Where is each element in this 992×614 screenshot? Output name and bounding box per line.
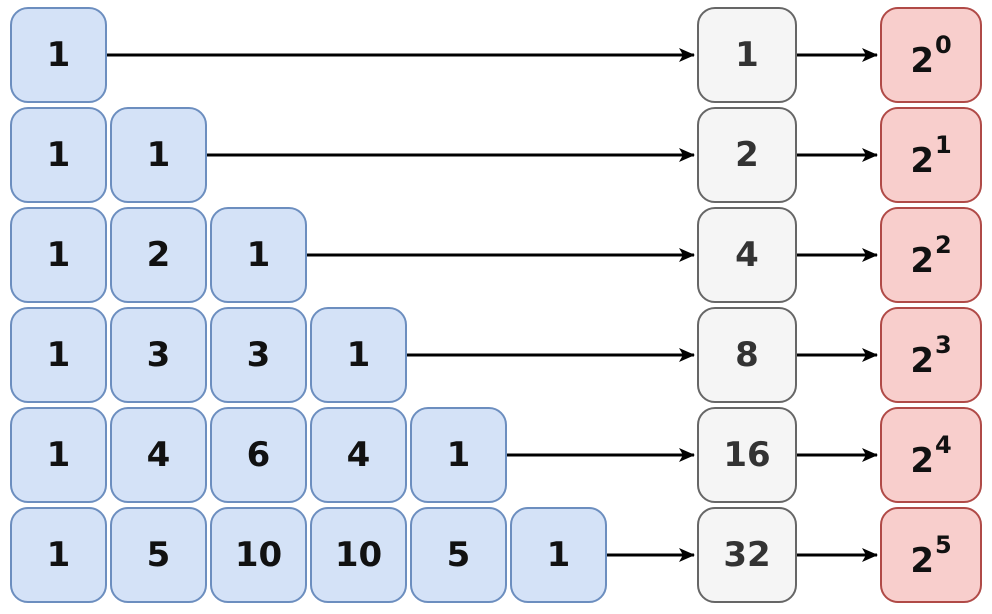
triangle-cell-value: 6: [246, 435, 271, 475]
triangle-cell: 1: [10, 7, 107, 103]
sum-box: 4: [697, 207, 797, 303]
triangle-cell-value: 1: [46, 235, 71, 275]
triangle-cell-value: 4: [146, 435, 171, 475]
triangle-cell-value: 10: [234, 535, 283, 575]
power-exponent: 5: [934, 531, 952, 559]
triangle-cell: 1: [10, 407, 107, 503]
triangle-cell-value: 3: [146, 335, 171, 375]
power-exponent: 0: [934, 31, 952, 59]
triangle-cell-value: 1: [46, 135, 71, 175]
sum-value: 32: [723, 535, 771, 575]
triangle-cell-value: 1: [446, 435, 471, 475]
triangle-cell-value: 4: [346, 435, 371, 475]
power-base: 2: [910, 41, 934, 81]
triangle-cell: 1: [310, 307, 407, 403]
triangle-cell-value: 5: [446, 535, 471, 575]
triangle-cell: 1: [210, 207, 307, 303]
power-exponent: 3: [934, 331, 952, 359]
sum-box: 2: [697, 107, 797, 203]
triangle-cell-value: 2: [146, 235, 171, 275]
triangle-cell: 1: [110, 107, 207, 203]
sum-value: 4: [735, 235, 759, 275]
power-base: 2: [910, 141, 934, 181]
triangle-cell-value: 1: [546, 535, 571, 575]
triangle-cell-value: 1: [46, 535, 71, 575]
triangle-cell: 1: [510, 507, 607, 603]
sum-value: 16: [723, 435, 771, 475]
triangle-cell: 2: [110, 207, 207, 303]
triangle-cell-value: 1: [246, 235, 271, 275]
power-base: 2: [910, 541, 934, 581]
sum-box: 8: [697, 307, 797, 403]
sum-box: 16: [697, 407, 797, 503]
triangle-cell-value: 1: [46, 35, 71, 75]
triangle-cell: 1: [10, 107, 107, 203]
triangle-cell: 5: [410, 507, 507, 603]
triangle-cell-value: 1: [46, 435, 71, 475]
triangle-cell: 1: [410, 407, 507, 503]
power-base: 2: [910, 241, 934, 281]
triangle-cell: 4: [110, 407, 207, 503]
triangle-cell: 3: [110, 307, 207, 403]
triangle-cell-value: 1: [346, 335, 371, 375]
sum-box: 32: [697, 507, 797, 603]
triangle-cell: 3: [210, 307, 307, 403]
triangle-cell-value: 1: [46, 335, 71, 375]
power-exponent: 1: [934, 131, 952, 159]
sum-value: 1: [735, 35, 759, 75]
triangle-cell: 10: [310, 507, 407, 603]
sum-value: 2: [735, 135, 759, 175]
sum-value: 8: [735, 335, 759, 375]
power-base: 2: [910, 341, 934, 381]
triangle-cell: 10: [210, 507, 307, 603]
triangle-cell: 1: [10, 507, 107, 603]
triangle-cell: 4: [310, 407, 407, 503]
power-base: 2: [910, 441, 934, 481]
triangle-cell: 5: [110, 507, 207, 603]
triangle-cell-value: 5: [146, 535, 171, 575]
triangle-cell: 1: [10, 207, 107, 303]
triangle-cell-value: 3: [246, 335, 271, 375]
power-exponent: 4: [934, 431, 952, 459]
sum-box: 1: [697, 7, 797, 103]
triangle-cell: 6: [210, 407, 307, 503]
power-exponent: 2: [934, 231, 952, 259]
triangle-cell-value: 10: [334, 535, 383, 575]
triangle-cell-value: 1: [146, 135, 171, 175]
triangle-cell: 1: [10, 307, 107, 403]
